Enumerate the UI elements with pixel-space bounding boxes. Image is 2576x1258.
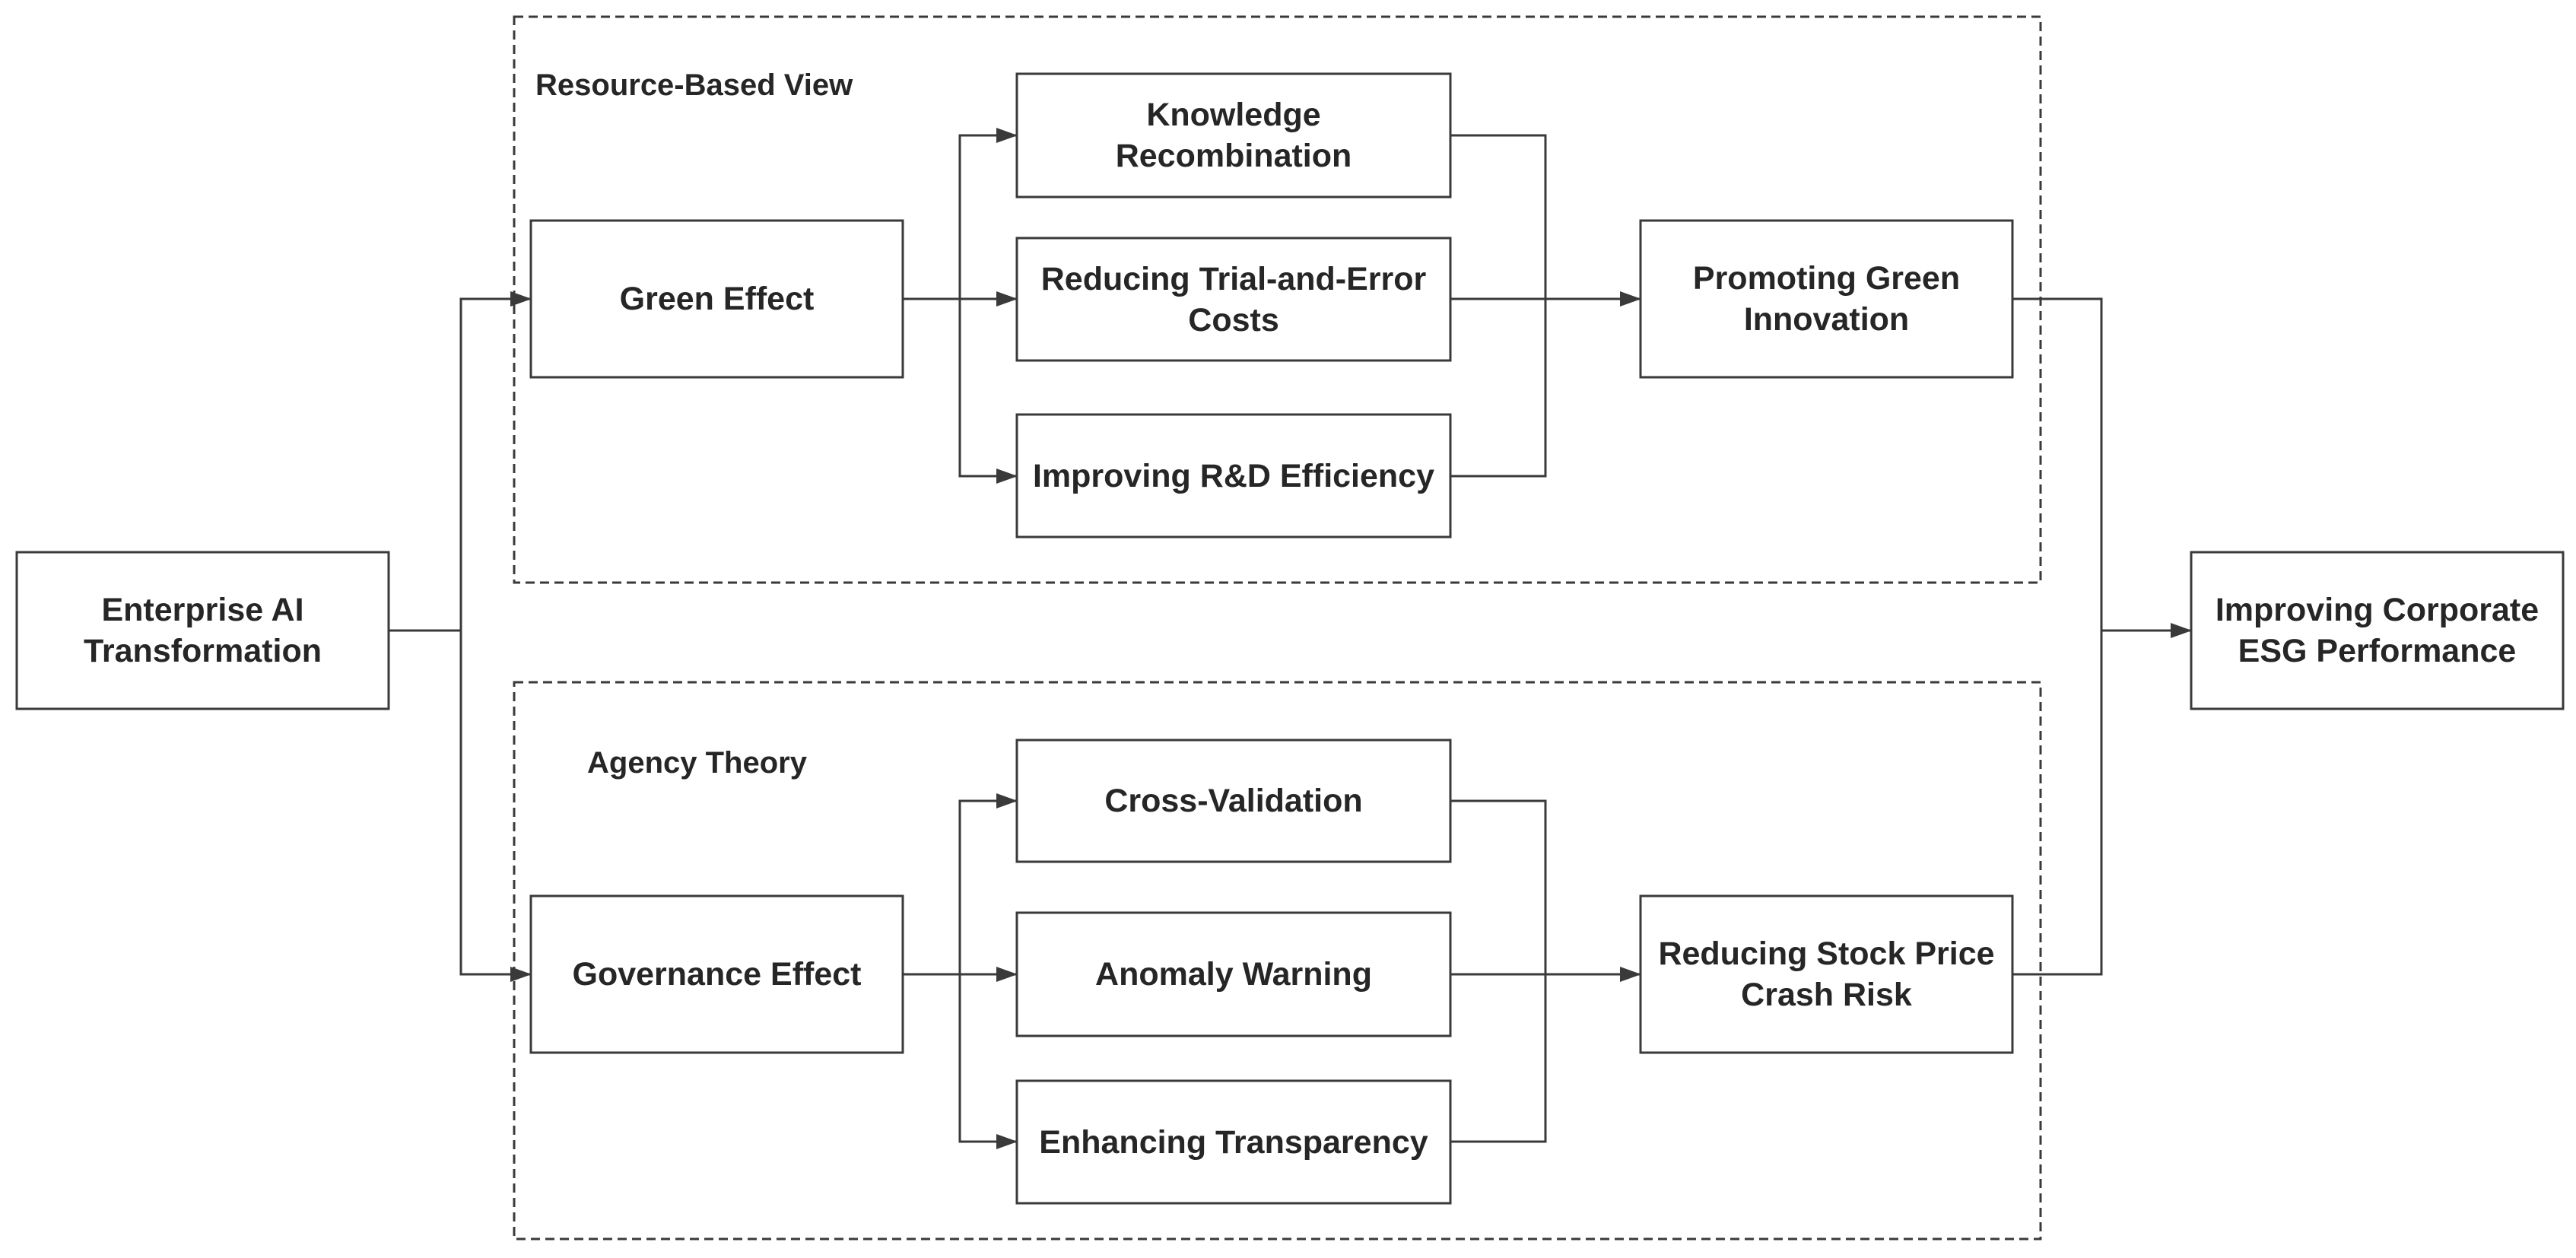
improving-rd-label: Improving R&D Efficiency — [1032, 457, 1435, 494]
connector-ai-to-green — [459, 291, 532, 631]
resource-based-view-title: Resource-Based View — [535, 68, 853, 102]
enterprise-ai-box — [15, 551, 390, 710]
reducing-crash-risk-label: Reducing Stock Price Crash Risk — [1658, 936, 1995, 1013]
enhancing-transparency-box — [1015, 1079, 1452, 1205]
promoting-green-label: Promoting Green Innovation — [1692, 260, 1961, 338]
promoting-green-box — [1639, 219, 2014, 379]
connector-green-innovation-to-esg — [2012, 297, 2103, 631]
anomaly-warning-label: Anomaly Warning — [1095, 956, 1372, 993]
enterprise-ai-label: Enterprise AI Transformation — [84, 592, 322, 669]
cross-validation-label: Cross-Validation — [1104, 783, 1363, 819]
governance-effect-label: Governance Effect — [572, 956, 862, 993]
connector-governance-to-cross — [958, 793, 1018, 974]
connector-rd-merge — [1450, 299, 1547, 478]
anomaly-warning-box — [1015, 911, 1452, 1037]
connector-crash-risk-to-esg — [2012, 631, 2103, 976]
knowledge-recombination-label: Knowledge Recombination — [1115, 97, 1352, 174]
reducing-trial-error-label: Reducing Trial-and-Error Costs — [1040, 260, 1427, 338]
connector-green-to-rd — [958, 299, 1018, 484]
connector-cross-merge — [1450, 799, 1547, 974]
cross-validation-box — [1015, 739, 1452, 863]
reducing-crash-risk-box — [1639, 894, 2014, 1054]
connector-green-to-knowledge — [958, 128, 1018, 299]
connector-ai-to-governance — [459, 631, 532, 982]
improving-esg-box — [2190, 551, 2565, 710]
improving-esg-label: Improving Corporate ESG Performance — [2215, 592, 2539, 669]
agency-theory-title: Agency Theory — [587, 746, 807, 780]
green-effect-label: Green Effect — [619, 281, 815, 317]
connector-knowledge-merge — [1450, 134, 1547, 299]
enhancing-transparency-label: Enhancing Transparency — [1039, 1123, 1428, 1161]
connector-governance-to-transparency — [958, 974, 1018, 1149]
green-effect-box — [529, 219, 904, 379]
connector-transparency-merge — [1450, 974, 1547, 1143]
agency-theory-group — [513, 681, 2042, 1241]
